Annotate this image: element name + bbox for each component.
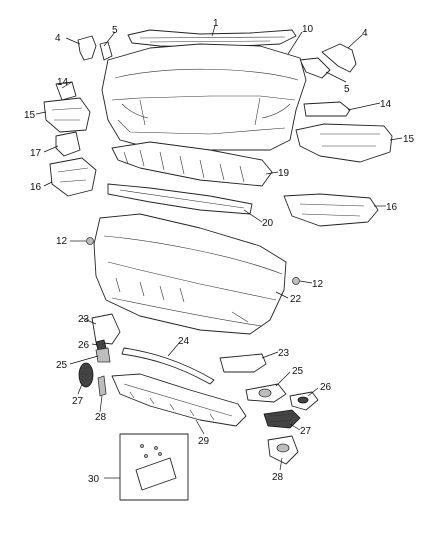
callout-25: 25: [292, 366, 304, 377]
callout-12: 12: [56, 236, 68, 247]
part-upper-reinforcement[interactable]: [127, 29, 297, 48]
part-left-cover-23[interactable]: [91, 313, 121, 345]
callout-12: 12: [312, 279, 324, 290]
callout-19: 19: [278, 168, 290, 179]
part-left-cover-28[interactable]: [97, 375, 107, 397]
part-right-duct-16[interactable]: [283, 193, 379, 227]
part-clip-12-left[interactable]: [86, 237, 94, 245]
callout-15: 15: [403, 134, 415, 145]
part-left-duct-15[interactable]: [43, 97, 91, 133]
part-left-clip-5[interactable]: [99, 41, 113, 61]
callout-22: 22: [290, 294, 302, 305]
callout-24: 24: [178, 336, 190, 347]
leader-lines: [35, 25, 403, 479]
part-left-duct-16[interactable]: [49, 157, 97, 197]
callout-16: 16: [386, 202, 398, 213]
part-right-grille-27[interactable]: [263, 409, 301, 429]
part-left-bracket-4[interactable]: [77, 35, 97, 61]
part-left-bezel-25[interactable]: [95, 347, 111, 363]
callout-26: 26: [320, 382, 332, 393]
callout-4: 4: [55, 33, 61, 44]
callout-17: 17: [30, 148, 42, 159]
callout-26: 26: [78, 340, 90, 351]
part-right-fog-26[interactable]: [289, 391, 319, 411]
callout-10: 10: [302, 24, 314, 35]
part-left-bracket-14[interactable]: [55, 81, 77, 101]
callout-29: 29: [198, 436, 210, 447]
callout-28: 28: [272, 472, 284, 483]
callout-14: 14: [380, 99, 392, 110]
part-right-cover-23[interactable]: [219, 353, 267, 373]
callout-labels: 1 4 5 10 4 5 14 15 17 16 14 15 19 20 16 …: [24, 18, 415, 485]
callout-15: 15: [24, 110, 36, 121]
callout-28: 28: [95, 412, 107, 423]
callout-23: 23: [78, 314, 90, 325]
part-front-fascia-upper[interactable]: [101, 43, 307, 151]
part-right-duct-15[interactable]: [295, 123, 393, 163]
callout-5: 5: [344, 84, 350, 95]
part-right-bezel-25[interactable]: [245, 383, 287, 403]
callout-27: 27: [300, 426, 312, 437]
callout-25: 25: [56, 360, 68, 371]
part-right-bracket-4[interactable]: [321, 43, 357, 73]
part-front-fascia-lower[interactable]: [93, 213, 287, 335]
part-left-grille-27[interactable]: [78, 362, 94, 388]
part-right-clip-5[interactable]: [299, 57, 331, 79]
callout-27: 27: [72, 396, 84, 407]
part-energy-absorber[interactable]: [111, 141, 273, 187]
callout-1: 1: [213, 18, 219, 29]
part-lower-beam[interactable]: [107, 183, 253, 215]
part-trim-strip[interactable]: [121, 347, 215, 385]
callout-4: 4: [362, 28, 368, 39]
part-lower-splitter[interactable]: [111, 373, 247, 427]
callout-20: 20: [262, 218, 274, 229]
part-right-bracket-14[interactable]: [303, 101, 351, 117]
callout-5: 5: [112, 25, 118, 36]
part-clip-12-right[interactable]: [292, 277, 300, 285]
callout-23: 23: [278, 348, 290, 359]
part-left-bracket-17[interactable]: [55, 131, 81, 157]
callout-16: 16: [30, 182, 42, 193]
part-right-cover-28[interactable]: [267, 435, 299, 465]
callout-14: 14: [57, 77, 69, 88]
callout-30: 30: [88, 474, 100, 485]
part-license-bracket-30[interactable]: [119, 433, 189, 501]
